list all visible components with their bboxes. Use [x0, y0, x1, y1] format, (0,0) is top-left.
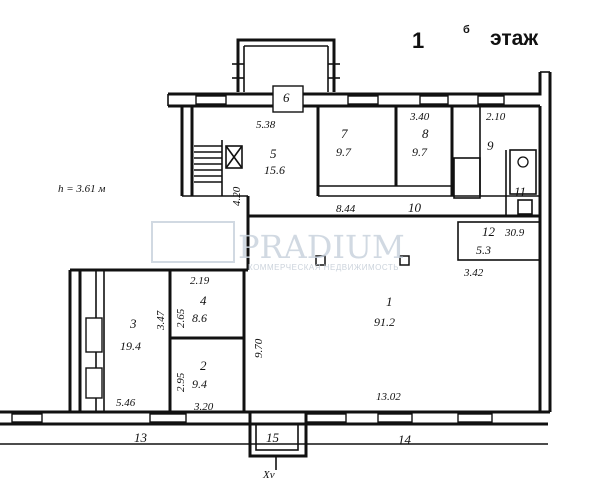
- dim-5-46: 5.46: [116, 397, 136, 409]
- room-9-number: 9: [487, 138, 494, 153]
- room-12-area: 5.3: [476, 243, 491, 257]
- dim-3-47: 3.47: [155, 310, 167, 331]
- watermark-brand: PRADIUM: [238, 228, 405, 266]
- dim-30-9: 30.9: [504, 227, 525, 239]
- room-4-number: 4: [200, 293, 207, 308]
- dim-2-65: 2.65: [175, 308, 187, 328]
- dim-3-40: 3.40: [409, 111, 430, 123]
- dim-9-70: 9.70: [253, 338, 265, 358]
- dim-2-10: 2.10: [486, 111, 506, 123]
- outer-walls: [0, 71, 552, 470]
- svg-text:б: б: [463, 24, 470, 36]
- room-5-area: 15.6: [264, 163, 285, 177]
- interior-walls: [104, 106, 541, 412]
- dim-13-02: 13.02: [376, 391, 401, 403]
- room-1-number: 1: [386, 294, 393, 309]
- room-labels: 6 5 15.6 7 9.7 8 9.7 9 10 11 12 5.3 1 91…: [120, 90, 526, 447]
- dim-3-20: 3.20: [193, 401, 214, 413]
- room-3-number: 3: [129, 316, 137, 331]
- room-7-number: 7: [341, 126, 348, 141]
- room-13-number: 13: [134, 430, 148, 445]
- room-4-area: 8.6: [192, 311, 207, 325]
- floor-number: 1: [412, 28, 424, 53]
- room-3-area: 19.4: [120, 339, 141, 353]
- room-2-number: 2: [200, 358, 207, 373]
- dimension-labels: 5.38 3.40 2.10 4.20 8.44 30.9 3.42 2.19 …: [116, 111, 525, 413]
- dim-3-42: 3.42: [463, 267, 484, 279]
- room-1-area: 91.2: [374, 315, 395, 329]
- floor-title: этаж: [490, 27, 539, 50]
- room-8-area: 9.7: [412, 145, 428, 159]
- room-14-number: 14: [398, 432, 412, 447]
- dim-2-95: 2.95: [175, 372, 187, 392]
- room-12-number: 12: [482, 224, 496, 239]
- room-10-number: 10: [408, 200, 422, 215]
- ceiling-height-label: h = 3.61 м: [58, 183, 105, 195]
- dim-4-20: 4.20: [231, 186, 243, 206]
- dim-2-19: 2.19: [190, 275, 210, 287]
- room-7-area: 9.7: [336, 145, 352, 159]
- room-11-number: 11: [514, 184, 526, 199]
- watermark-tagline: КОММЕРЧЕСКАЯ НЕДВИЖИМОСТЬ: [248, 263, 399, 272]
- room-8-number: 8: [422, 126, 429, 141]
- room-2-area: 9.4: [192, 377, 207, 391]
- watermark: PRADIUM КОММЕРЧЕСКАЯ НЕДВИЖИМОСТЬ: [151, 221, 405, 272]
- room-5-number: 5: [270, 146, 277, 161]
- top-bay: [232, 38, 340, 92]
- dim-5-38: 5.38: [256, 119, 276, 131]
- dim-8-44: 8.44: [336, 203, 356, 215]
- room-15-number: 15: [266, 430, 280, 445]
- room-6-number: 6: [283, 90, 290, 105]
- section-mark: Xv: [262, 469, 275, 481]
